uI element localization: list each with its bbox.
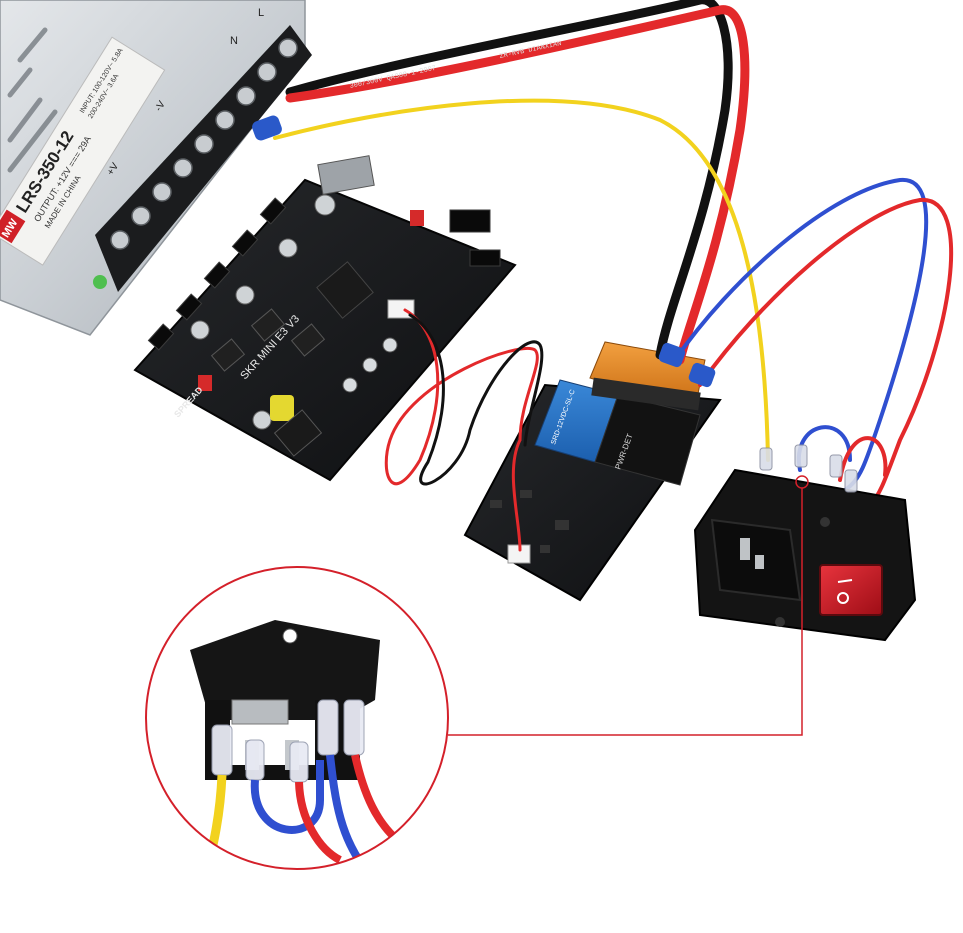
red-wire (285, 5, 750, 365)
zoom-inset (145, 566, 449, 870)
psu-led (93, 275, 107, 289)
callout (448, 475, 809, 736)
rocker-switch (819, 564, 883, 616)
red-wire-2 (698, 197, 954, 507)
blue-wire-1 (673, 177, 929, 492)
relay-module: SRD-12VDC-SL-C PWR-DET (463, 341, 722, 602)
psu-l-label: L (258, 7, 264, 19)
red-wire-3 (838, 436, 888, 482)
power-supply: MW LRS-350-12 OUTPUT: +12V === 29A MADE … (0, 0, 312, 336)
mainboard: SKR MINI E3 V3 SPREAD (133, 155, 517, 482)
iec-inlet-switch (693, 444, 917, 642)
psu-n-label: N (230, 35, 238, 47)
